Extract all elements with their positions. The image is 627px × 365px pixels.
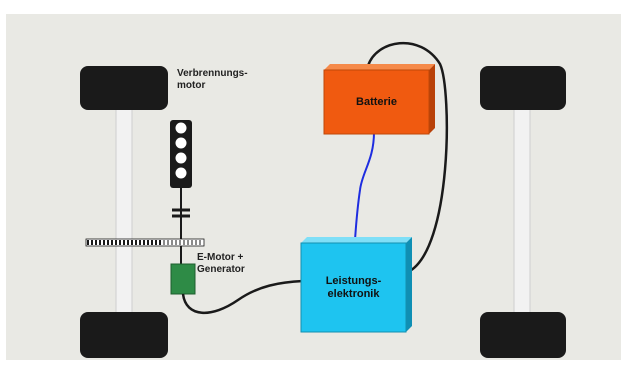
hv-cable: [354, 131, 375, 241]
gear-tooth: [103, 240, 105, 245]
gear-tooth: [127, 240, 129, 245]
gear-tooth: [139, 240, 141, 245]
gear-tooth: [99, 240, 101, 245]
gear-tooth: [167, 240, 169, 245]
gear-tooth: [183, 240, 185, 245]
gear-tooth: [179, 240, 181, 245]
gear-tooth: [159, 240, 161, 245]
tire-icon: [480, 312, 566, 358]
gear-tooth: [119, 240, 121, 245]
gear-tooth: [147, 240, 149, 245]
tire-icon: [480, 66, 566, 110]
gear-tooth: [135, 240, 137, 245]
engine-label: Verbrennungs- motor: [177, 68, 248, 91]
gear-tooth: [191, 240, 193, 245]
gear-tooth: [95, 240, 97, 245]
battery-box: [323, 64, 435, 135]
gear-tooth: [87, 240, 89, 245]
gear-tooth: [175, 240, 177, 245]
motor-generator-label: E-Motor + Generator: [197, 252, 245, 275]
battery-cable: [366, 41, 449, 274]
gear-tooth: [151, 240, 153, 245]
gear-tooth: [107, 240, 109, 245]
gear-tooth: [143, 240, 145, 245]
gear-tooth: [155, 240, 157, 245]
clutch-icon: [172, 188, 190, 264]
left-axle: [115, 107, 133, 315]
gear-tooth: [199, 240, 201, 245]
battery-label: Batterie: [356, 95, 397, 108]
right-axle: [513, 107, 531, 315]
tire-icon: [80, 312, 168, 358]
gear-tooth: [131, 240, 133, 245]
motor-generator-block: [170, 263, 196, 295]
power-electronics-box: [300, 237, 412, 333]
power-electronics-label: Leistungs- elektronik: [325, 274, 382, 300]
engine-cylinder-block-icon: [170, 120, 192, 188]
gear-tooth: [91, 240, 93, 245]
tire-icon: [80, 66, 168, 110]
gear-tooth: [111, 240, 113, 245]
gear-tooth: [123, 240, 125, 245]
gear-tooth: [195, 240, 197, 245]
gear-tooth: [187, 240, 189, 245]
transmission-bar: [85, 238, 205, 247]
motor-cable: [181, 279, 304, 314]
gear-tooth: [163, 240, 165, 245]
gear-tooth: [115, 240, 117, 245]
gear-tooth: [171, 240, 173, 245]
